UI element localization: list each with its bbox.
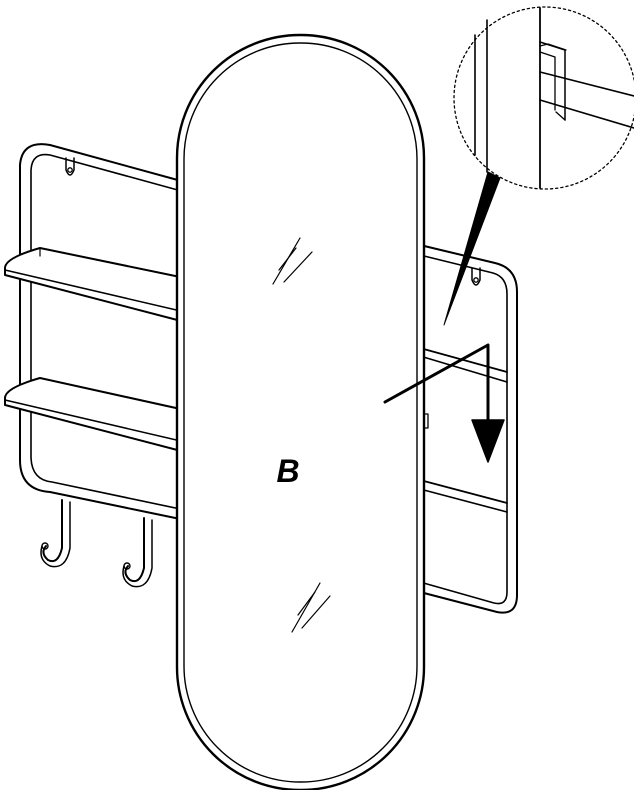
hook-right — [122, 517, 153, 588]
hook-left — [40, 499, 71, 568]
oval-mirror — [175, 33, 426, 792]
lower-shelf — [4, 377, 186, 453]
downward-arrow — [383, 343, 505, 463]
callout-leader — [443, 171, 501, 326]
detail-callout — [453, 6, 634, 190]
part-label: B — [276, 453, 299, 489]
wall-rack-frame-left — [19, 143, 186, 521]
upper-shelf — [4, 247, 186, 323]
wall-rack-frame-right — [419, 244, 518, 614]
coat-hooks — [40, 499, 153, 588]
